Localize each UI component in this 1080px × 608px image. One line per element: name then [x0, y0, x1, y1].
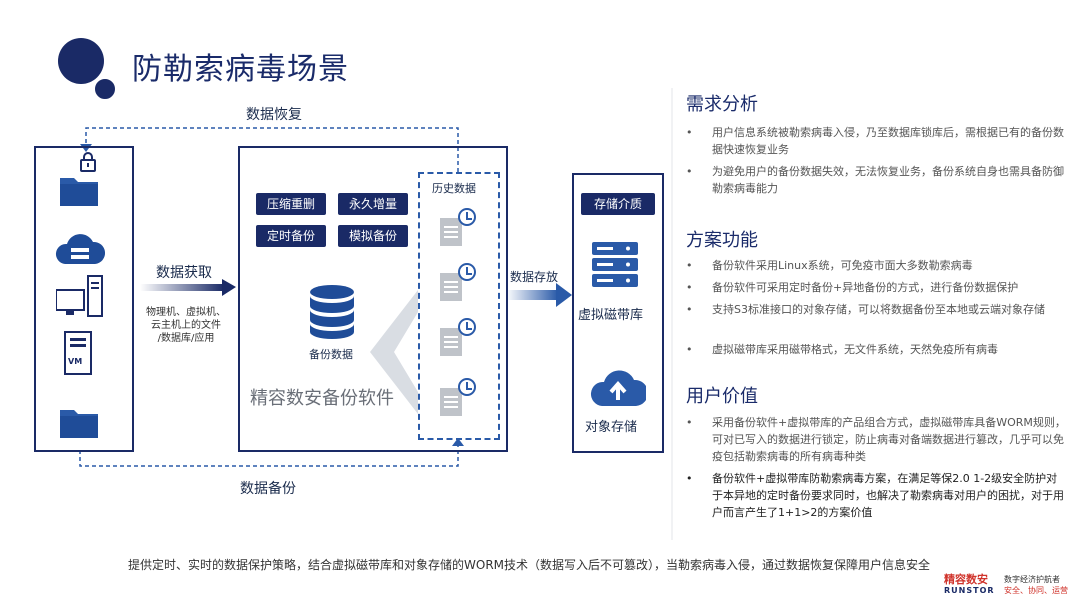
list-item: • 备份软件可采用定时备份+异地备份的方式，进行备份数据保护	[686, 279, 1066, 296]
bullet-dot: •	[686, 343, 693, 356]
restore-path	[85, 127, 459, 172]
list-item-text: 为避免用户的备份数据失效，无法恢复业务，备份系统自身也需具备防御勒索病毒能力	[712, 165, 1064, 195]
lock-icon	[80, 152, 96, 172]
clock-icon	[458, 263, 476, 281]
brand-logo-en: RUNSTOR	[944, 586, 995, 595]
bullet-dot: •	[686, 259, 693, 272]
source-panel	[34, 146, 134, 452]
bullet-dot: •	[686, 126, 693, 139]
backup-label: 数据备份	[240, 481, 296, 497]
restore-label: 数据恢复	[246, 107, 302, 123]
vm-label: VM	[68, 357, 83, 366]
vm-icon-bar	[70, 344, 86, 347]
bullet-dot: •	[686, 303, 693, 316]
clock-icon	[458, 318, 476, 336]
list-item: • 用户信息系统被勒索病毒入侵，乃至数据库锁库后，需根据已有的备份数据快速恢复业务	[686, 124, 1066, 158]
history-document-icon	[440, 218, 462, 246]
acquire-arrowhead	[222, 279, 236, 296]
storage-media-title: 存储介质	[581, 193, 655, 215]
software-label: 精容数安备份软件	[250, 388, 394, 409]
history-document-icon	[440, 388, 462, 416]
history-document-icon	[440, 328, 462, 356]
brand-tagline: 数字经济护航者 安全、协同、运营	[1004, 574, 1078, 596]
list-item: • 备份软件采用Linux系统，可免疫市面大多数勒索病毒	[686, 257, 1066, 274]
bullet-dot: •	[686, 165, 693, 178]
history-chevron	[370, 290, 418, 414]
list-item-text: 备份软件可采用定时备份+异地备份的方式，进行备份数据保护	[712, 281, 1019, 294]
source-desc-line: /数据库/应用	[157, 333, 215, 344]
feature-tag: 永久增量	[338, 193, 408, 215]
computer-icon	[55, 274, 104, 322]
folder-icon	[60, 174, 98, 210]
backup-arrowhead	[452, 438, 464, 446]
section-heading: 需求分析	[686, 94, 758, 115]
brand-tagline-2: 安全、协同、运营	[1004, 586, 1068, 595]
object-storage-label: 对象存储	[585, 420, 638, 435]
list-item: • 支持S3标准接口的对象存储，可以将数据备份至本地或云端对象存储	[686, 301, 1066, 318]
list-item-text: 备份软件+虚拟带库防勒索病毒方案，在满足等保2.0 1-2级安全防护对于本异地的…	[712, 472, 1064, 519]
page-title: 防勒索病毒场景	[132, 52, 349, 87]
store-label: 数据存放	[510, 270, 559, 284]
backup-path	[79, 444, 459, 467]
source-description: 物理机、虚拟机、 云主机上的文件 /数据库/应用	[138, 306, 234, 345]
backup-data-label: 备份数据	[309, 348, 353, 361]
footer-text: 提供定时、实时的数据保护策略，结合虚拟磁带库和对象存储的WORM技术（数据写入后…	[128, 558, 931, 572]
database-icon	[308, 284, 356, 344]
bullet-dot: •	[686, 472, 693, 485]
section-heading: 用户价值	[686, 386, 758, 407]
title-decor-small-circle	[92, 76, 118, 102]
clock-icon	[458, 208, 476, 226]
list-item: • 为避免用户的备份数据失效，无法恢复业务，备份系统自身也需具备防御勒索病毒能力	[686, 163, 1066, 197]
vtl-label: 虚拟磁带库	[578, 308, 644, 323]
clock-icon	[458, 378, 476, 396]
feature-tag: 模拟备份	[338, 225, 408, 247]
history-data-panel	[418, 172, 500, 440]
list-item-text: 备份软件采用Linux系统，可免疫市面大多数勒索病毒	[712, 259, 973, 272]
section-heading: 方案功能	[686, 230, 758, 251]
bullet-dot: •	[686, 416, 693, 429]
list-item-text: 用户信息系统被勒索病毒入侵，乃至数据库锁库后，需根据已有的备份数据快速恢复业务	[712, 126, 1064, 156]
store-arrowhead	[556, 283, 572, 307]
acquire-arrow-shaft	[140, 284, 224, 291]
server-rack-icon	[592, 242, 640, 294]
source-desc-line: 物理机、虚拟机、	[146, 307, 226, 318]
cloud-upload-icon	[590, 364, 649, 412]
brand-logo: 精容数安 RUNSTOR	[944, 573, 1000, 596]
store-arrow-shaft	[506, 290, 558, 300]
backup-software-panel	[238, 146, 508, 452]
list-item-text: 采用备份软件+虚拟带库的产品组合方式，虚拟磁带库具备WORM规则，可对已写入的数…	[712, 416, 1066, 463]
storage-media-panel	[572, 173, 664, 453]
list-item-text: 虚拟磁带库采用磁带格式，无文件系统，天然免疫所有病毒	[712, 343, 998, 356]
brand-logo-cn: 精容数安	[944, 573, 988, 586]
list-item: • 采用备份软件+虚拟带库的产品组合方式，虚拟磁带库具备WORM规则，可对已写入的…	[686, 414, 1066, 465]
acquire-label: 数据获取	[156, 265, 212, 281]
vm-icon: VM	[64, 331, 92, 375]
list-item: • 虚拟磁带库采用磁带格式，无文件系统，天然免疫所有病毒	[686, 341, 1066, 358]
brand-tagline-1: 数字经济护航者	[1004, 575, 1060, 584]
title-decor-large-circle	[58, 38, 104, 84]
history-label: 历史数据	[432, 182, 476, 195]
feature-tag: 定时备份	[256, 225, 326, 247]
history-document-icon	[440, 273, 462, 301]
list-item: • 备份软件+虚拟带库防勒索病毒方案，在满足等保2.0 1-2级安全防护对于本异地…	[686, 470, 1066, 521]
folder-icon	[60, 406, 98, 442]
list-item-text: 支持S3标准接口的对象存储，可以将数据备份至本地或云端对象存储	[712, 303, 1045, 316]
bullet-dot: •	[686, 281, 693, 294]
vm-icon-bar	[70, 338, 86, 341]
source-desc-line: 云主机上的文件	[151, 320, 221, 331]
feature-tag: 压缩重删	[256, 193, 326, 215]
cloud-database-icon	[55, 230, 106, 270]
